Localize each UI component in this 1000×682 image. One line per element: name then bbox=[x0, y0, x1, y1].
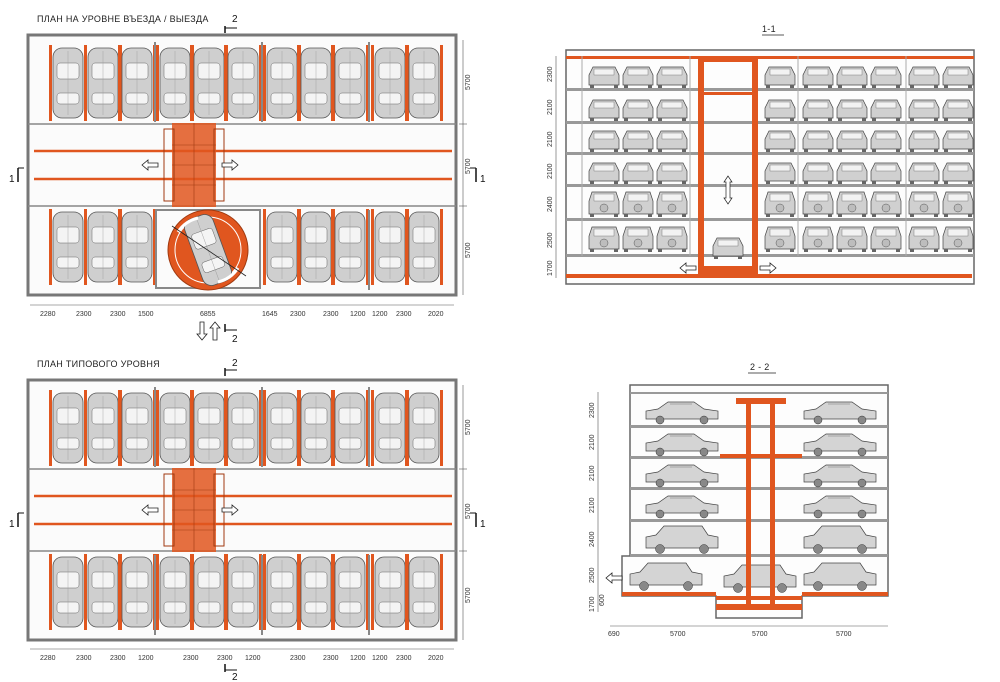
section-mark-2-bottom-typical: 2 bbox=[224, 664, 238, 682]
section-mark-1-left-typical: 1 bbox=[9, 512, 24, 530]
section-mark-2-bottom: 2 bbox=[224, 324, 238, 345]
section-1-1-level-dims: 2300 2100 2100 2100 2400 2500 1700 bbox=[547, 56, 557, 278]
section-mark-1-right: 1 bbox=[470, 167, 486, 185]
svg-text:2100: 2100 bbox=[589, 465, 596, 481]
svg-text:2020: 2020 bbox=[428, 311, 444, 318]
svg-text:2100: 2100 bbox=[547, 99, 554, 115]
svg-text:2: 2 bbox=[232, 14, 238, 25]
svg-text:2100: 2100 bbox=[547, 163, 554, 179]
svg-text:2100: 2100 bbox=[589, 434, 596, 450]
section-mark-2-top-typical: 2 bbox=[224, 358, 238, 376]
svg-text:2300: 2300 bbox=[396, 655, 412, 662]
svg-text:5700: 5700 bbox=[465, 242, 472, 258]
plan-entry-bottom-stalls bbox=[49, 209, 443, 291]
svg-text:2300: 2300 bbox=[110, 311, 126, 318]
section-mark-2-top: 2 bbox=[224, 14, 238, 33]
plan-typical-right-dims: 5700 5700 5700 bbox=[459, 385, 472, 640]
plan-entry-title: ПЛАН НА УРОВНЕ ВЪЕЗДА / ВЫЕЗДА bbox=[37, 14, 209, 24]
svg-text:5700: 5700 bbox=[752, 631, 768, 638]
plan-typical-level: ПЛАН ТИПОВОГО УРОВНЯ 2 bbox=[9, 358, 486, 682]
svg-text:2300: 2300 bbox=[396, 311, 412, 318]
section-2-2-bottom-dims: 690 5700 5700 5700 bbox=[608, 625, 888, 638]
section-2-2: 2 - 2 bbox=[589, 362, 889, 638]
section-1-1-title: 1-1 bbox=[762, 24, 776, 34]
svg-text:5700: 5700 bbox=[465, 503, 472, 519]
plan-entry-bottom-dims: 2280 2300 2300 1500 6855 1645 2300 2300 … bbox=[30, 304, 454, 318]
section-mark-1-left: 1 bbox=[9, 167, 24, 185]
plan-typical-bottom-dims: 2280 2300 2300 1200 2300 2300 1200 2300 … bbox=[30, 648, 454, 662]
svg-text:2300: 2300 bbox=[323, 655, 339, 662]
svg-text:2300: 2300 bbox=[76, 655, 92, 662]
svg-text:2500: 2500 bbox=[547, 232, 554, 248]
svg-text:1200: 1200 bbox=[372, 311, 388, 318]
plan-typical-bottom-stalls bbox=[49, 554, 443, 635]
svg-text:1: 1 bbox=[9, 174, 15, 185]
svg-text:2: 2 bbox=[232, 358, 238, 369]
svg-text:2300: 2300 bbox=[183, 655, 199, 662]
section-2-2-lift-mast bbox=[716, 398, 802, 610]
svg-text:2: 2 bbox=[232, 672, 238, 682]
svg-text:2100: 2100 bbox=[589, 497, 596, 513]
section-1-1: 1-1 bbox=[547, 24, 975, 285]
section-mark-1-right-typical: 1 bbox=[470, 512, 486, 530]
svg-text:2300: 2300 bbox=[110, 655, 126, 662]
svg-text:2280: 2280 bbox=[40, 311, 56, 318]
plan-typical-title: ПЛАН ТИПОВОГО УРОВНЯ bbox=[37, 359, 160, 369]
svg-text:2020: 2020 bbox=[428, 655, 444, 662]
plan-entry-level: ПЛАН НА УРОВНЕ ВЪЕЗДА / ВЫЕЗДА 2 bbox=[9, 14, 486, 345]
svg-text:1200: 1200 bbox=[245, 655, 261, 662]
svg-text:2300: 2300 bbox=[76, 311, 92, 318]
section-1-1-slabs bbox=[566, 56, 974, 278]
svg-text:2300: 2300 bbox=[323, 311, 339, 318]
svg-text:690: 690 bbox=[608, 631, 620, 638]
svg-text:2300: 2300 bbox=[217, 655, 233, 662]
svg-text:2300: 2300 bbox=[290, 311, 306, 318]
svg-text:1700: 1700 bbox=[547, 260, 554, 276]
svg-text:2400: 2400 bbox=[589, 531, 596, 547]
svg-text:1: 1 bbox=[480, 174, 486, 185]
svg-text:6855: 6855 bbox=[200, 311, 216, 318]
svg-text:1200: 1200 bbox=[350, 311, 366, 318]
section-2-2-title: 2 - 2 bbox=[750, 362, 770, 372]
svg-text:2300: 2300 bbox=[547, 66, 554, 82]
svg-text:2400: 2400 bbox=[547, 196, 554, 212]
svg-text:1200: 1200 bbox=[372, 655, 388, 662]
svg-text:5700: 5700 bbox=[465, 158, 472, 174]
svg-text:5700: 5700 bbox=[465, 419, 472, 435]
plan-typical-aisle bbox=[28, 467, 456, 553]
plan-entry-aisle bbox=[28, 122, 456, 208]
svg-text:5700: 5700 bbox=[465, 74, 472, 90]
plan-typical-top-stalls bbox=[49, 387, 443, 467]
svg-text:2280: 2280 bbox=[40, 655, 56, 662]
section-1-1-lift-shaft bbox=[698, 58, 758, 276]
entry-exit-arrows-icon bbox=[196, 321, 221, 341]
svg-text:2300: 2300 bbox=[290, 655, 306, 662]
svg-text:1200: 1200 bbox=[350, 655, 366, 662]
section-1-1-columns bbox=[581, 56, 907, 256]
turntable-icon bbox=[155, 209, 261, 291]
arrow-left-icon bbox=[605, 572, 623, 584]
svg-text:5700: 5700 bbox=[836, 631, 852, 638]
section-2-2-level-dims: 2300 2100 2100 2100 2400 2500 1700 600 bbox=[589, 392, 623, 612]
svg-text:2100: 2100 bbox=[547, 131, 554, 147]
svg-text:1: 1 bbox=[9, 519, 15, 530]
svg-text:1500: 1500 bbox=[138, 311, 154, 318]
svg-text:5700: 5700 bbox=[465, 587, 472, 603]
plan-entry-right-dims: 5700 5700 5700 bbox=[459, 40, 472, 295]
svg-text:1700: 1700 bbox=[589, 596, 596, 612]
svg-text:1200: 1200 bbox=[138, 655, 154, 662]
lift-vertical-arrow-icon bbox=[723, 175, 733, 205]
svg-text:2: 2 bbox=[232, 334, 238, 345]
svg-text:1: 1 bbox=[480, 519, 486, 530]
svg-text:1645: 1645 bbox=[262, 311, 278, 318]
plan-entry-top-stalls bbox=[49, 42, 443, 122]
svg-text:5700: 5700 bbox=[670, 631, 686, 638]
svg-text:2500: 2500 bbox=[589, 567, 596, 583]
svg-text:2300: 2300 bbox=[589, 402, 596, 418]
svg-text:600: 600 bbox=[599, 594, 606, 606]
